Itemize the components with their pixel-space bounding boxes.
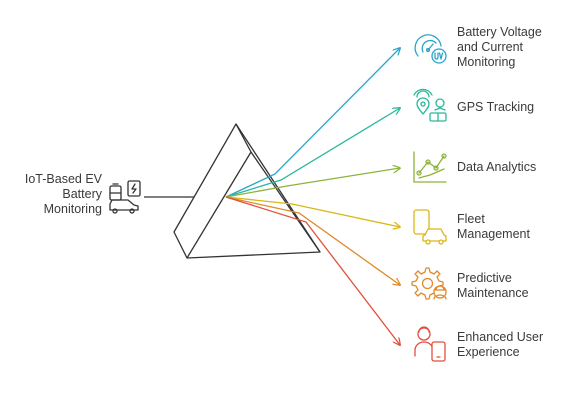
output-rays: [225, 48, 400, 345]
user-device-icon: [414, 326, 446, 362]
gauge-voltage-icon: [414, 34, 447, 64]
label-data-analytics: Data Analytics: [457, 160, 537, 174]
label-gps-tracking: GPS Tracking: [457, 100, 535, 114]
ray-data-analytics: [225, 168, 400, 198]
location-pin-icon: [413, 88, 447, 122]
label-enhanced-user-experience: Enhanced User Experience: [457, 330, 544, 359]
label-predictive-maintenance: Predictive Maintenance: [457, 271, 529, 300]
source-label: IoT-Based EV Battery Monitoring: [24, 172, 102, 216]
label-fleet-management: Fleet Management: [457, 212, 530, 241]
gear-maintenance-icon: [411, 267, 447, 300]
ray-battery-voltage: [225, 48, 400, 198]
label-battery-voltage: Battery Voltage and Current Monitoring: [457, 25, 542, 69]
ray-enhanced-user-experience: [225, 196, 400, 345]
ray-predictive-maintenance: [225, 196, 400, 285]
fleet-car-icon: [413, 209, 447, 245]
line-chart-icon: [413, 151, 447, 183]
ray-fleet-management: [225, 196, 400, 227]
ray-gps-tracking: [225, 108, 400, 198]
ev-battery-charging-icon: [109, 180, 141, 214]
